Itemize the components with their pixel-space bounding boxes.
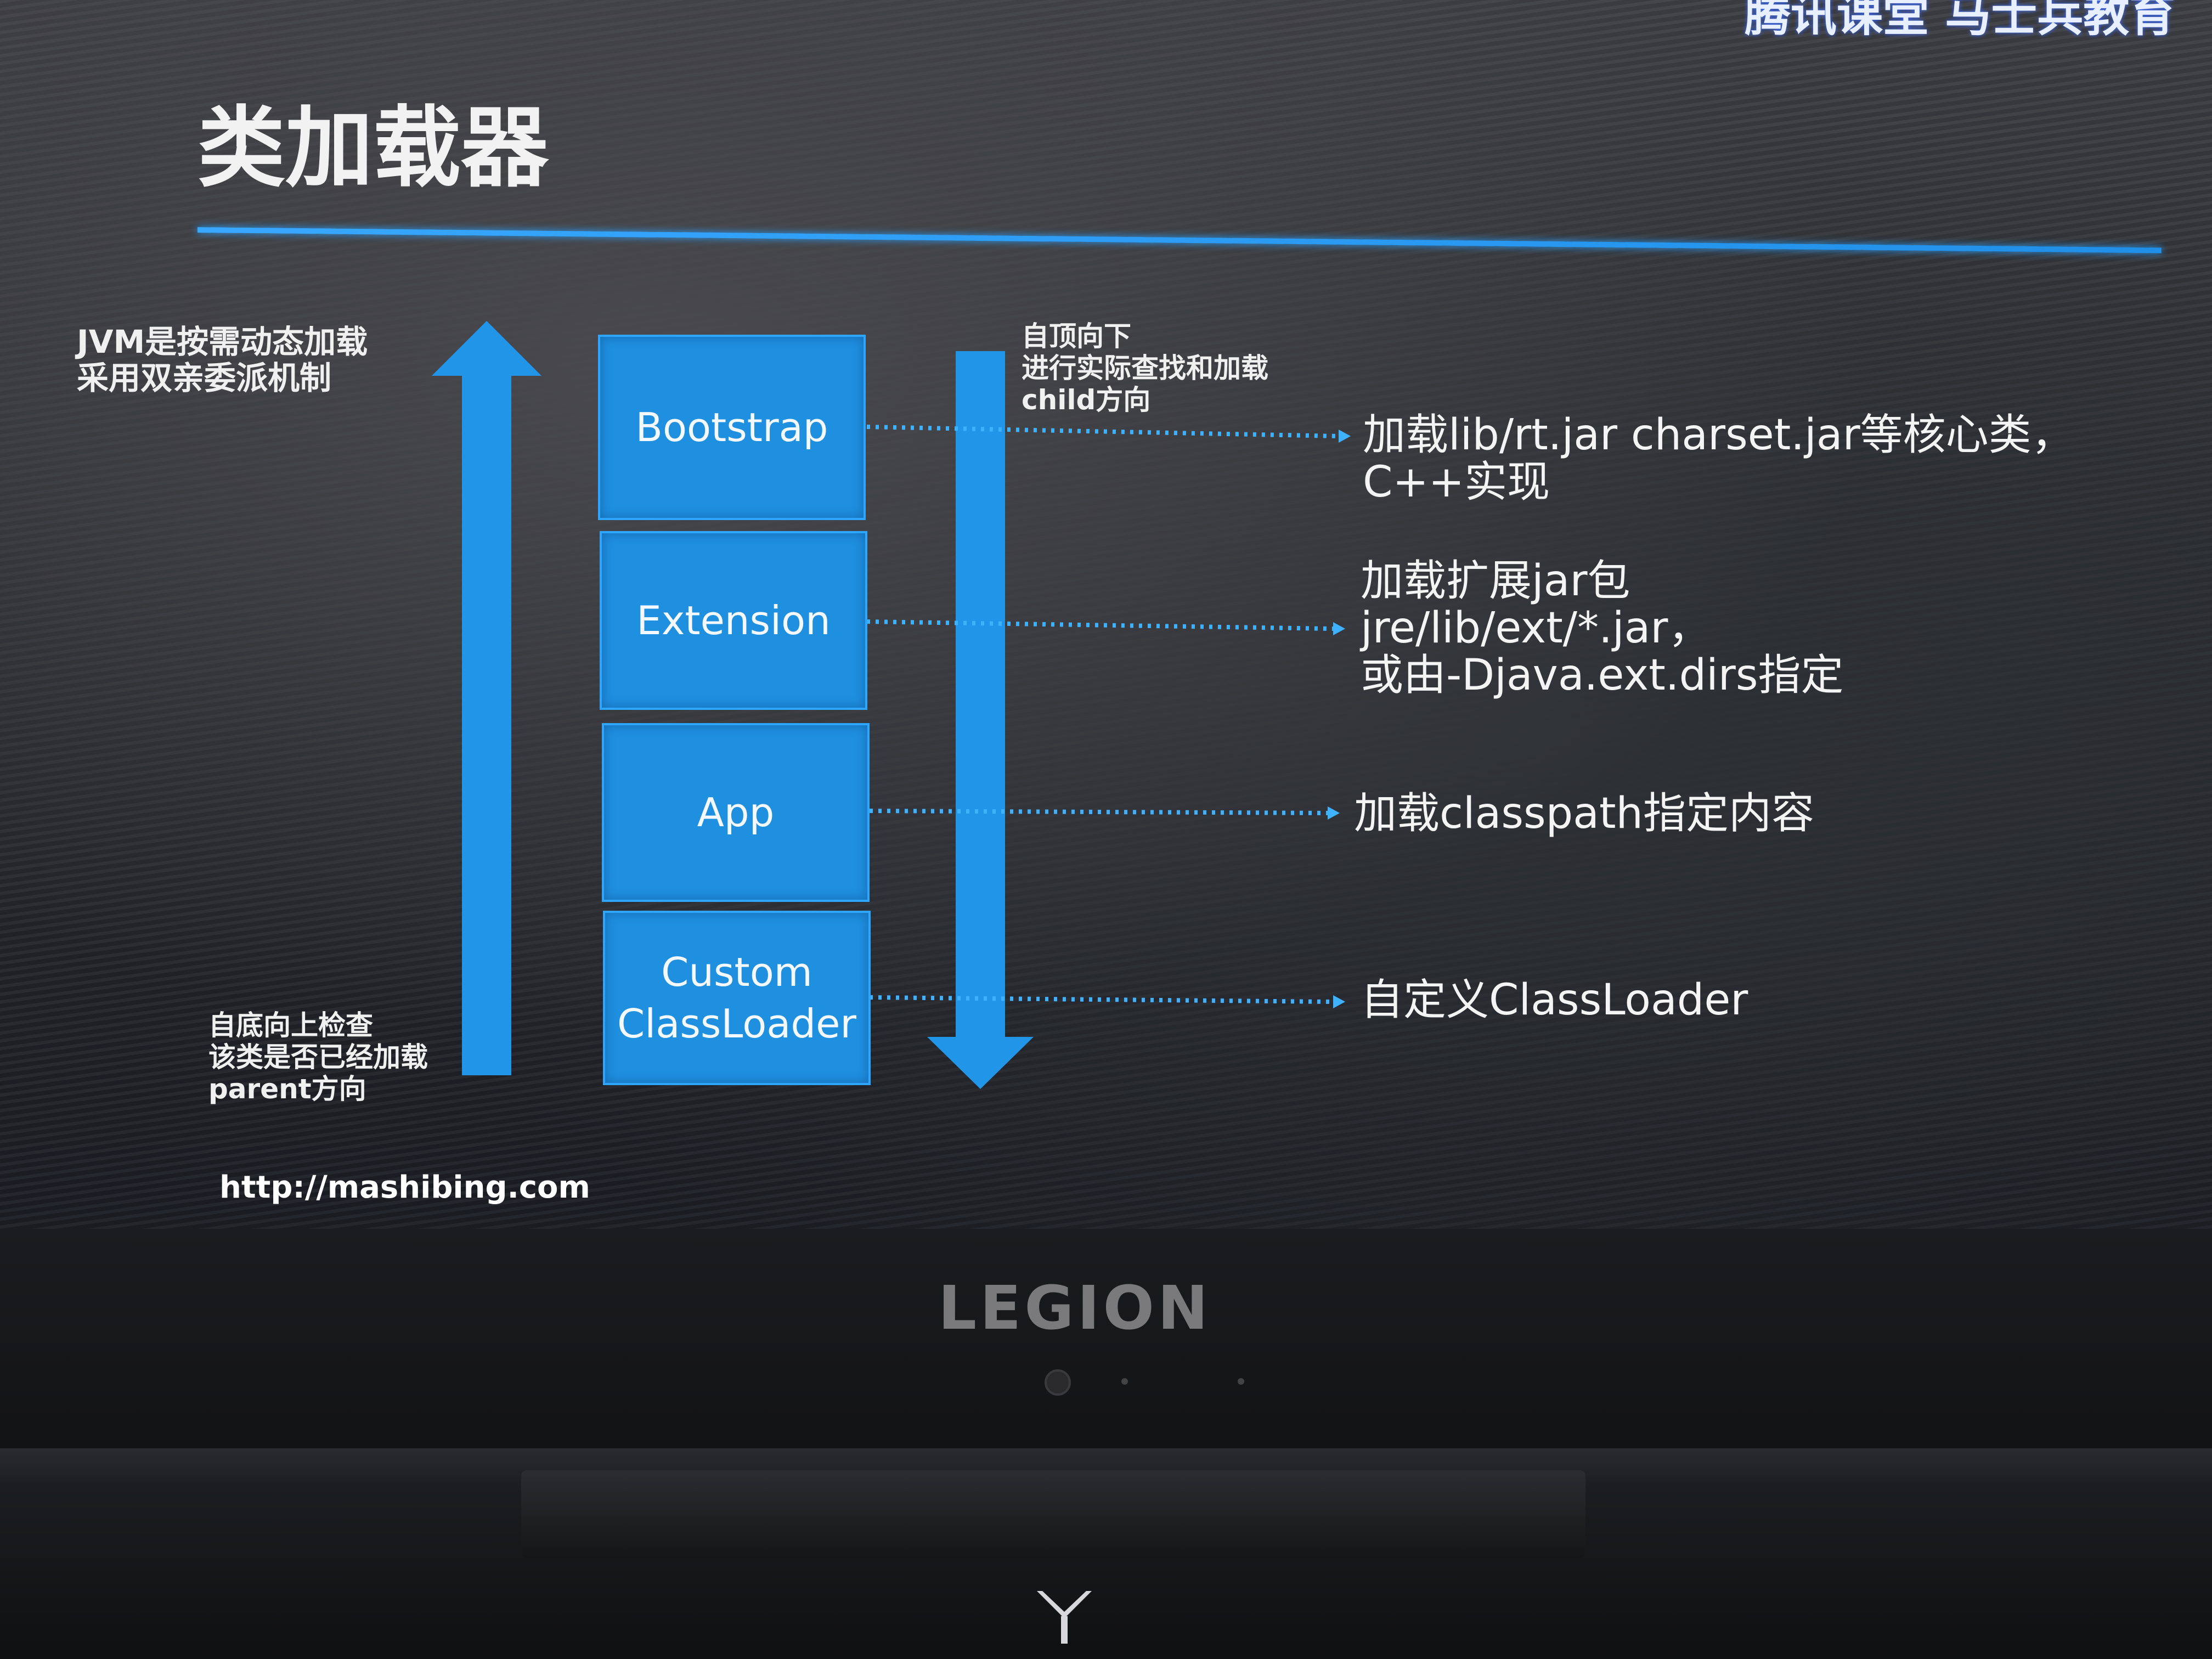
slide-title: 类加载器 xyxy=(198,97,549,199)
webcam-icon xyxy=(1045,1369,1071,1396)
arrowhead-icon xyxy=(1333,995,1345,1008)
footer-url: http://mashibing.com xyxy=(219,1170,590,1205)
indicator-dot xyxy=(1238,1378,1244,1385)
arrowhead-icon xyxy=(1328,806,1340,820)
up-arrow-icon xyxy=(432,321,541,1075)
legion-y-logo-icon xyxy=(1037,1591,1092,1644)
loader-box-custom: Custom ClassLoader xyxy=(603,911,871,1085)
loader-box-app: App xyxy=(602,723,870,902)
laptop-base xyxy=(0,1448,2212,1659)
connector-custom xyxy=(869,995,1334,1004)
loader-box-bootstrap: Bootstrap xyxy=(598,335,866,520)
down-arrow-icon xyxy=(927,351,1034,1089)
connector-extension xyxy=(866,619,1334,631)
diagram-arrows xyxy=(432,321,1351,1089)
arrowhead-icon xyxy=(1333,622,1345,635)
connector-app xyxy=(869,809,1328,815)
desc-extension: 加载扩展jar包 jre/lib/ext/*.jar， 或由-Djava.ext… xyxy=(1361,556,1844,700)
note-top-down: 自顶向下 进行实际查找和加载 child方向 xyxy=(1022,320,1268,416)
desc-custom: 自定义ClassLoader xyxy=(1361,975,1748,1025)
indicator-dot xyxy=(1121,1378,1128,1385)
note-bottom-up: 自底向上检查 该类是否已经加载 parent方向 xyxy=(208,1009,428,1105)
connector-bootstrap xyxy=(866,425,1339,438)
presentation-slide: 腾讯课堂 马士兵教育 类加载器 JVM是按需动态加载 采用双亲委派机制 自底向上… xyxy=(0,0,2212,1229)
desc-bootstrap: 加载lib/rt.jar charset.jar等核心类，C++实现 xyxy=(1363,410,2074,507)
arrowhead-icon xyxy=(1339,430,1351,443)
note-dynamic-loading: JVM是按需动态加载 采用双亲委派机制 xyxy=(77,323,368,397)
brand-watermark: 腾讯课堂 马士兵教育 xyxy=(1745,0,2176,42)
laptop-bezel: LEGION xyxy=(0,1229,2212,1448)
laptop-hinge xyxy=(521,1470,1585,1558)
loader-box-extension: Extension xyxy=(600,531,867,710)
device-brand-logo: LEGION xyxy=(938,1273,1212,1343)
desc-app: 加载classpath指定内容 xyxy=(1354,789,1814,838)
